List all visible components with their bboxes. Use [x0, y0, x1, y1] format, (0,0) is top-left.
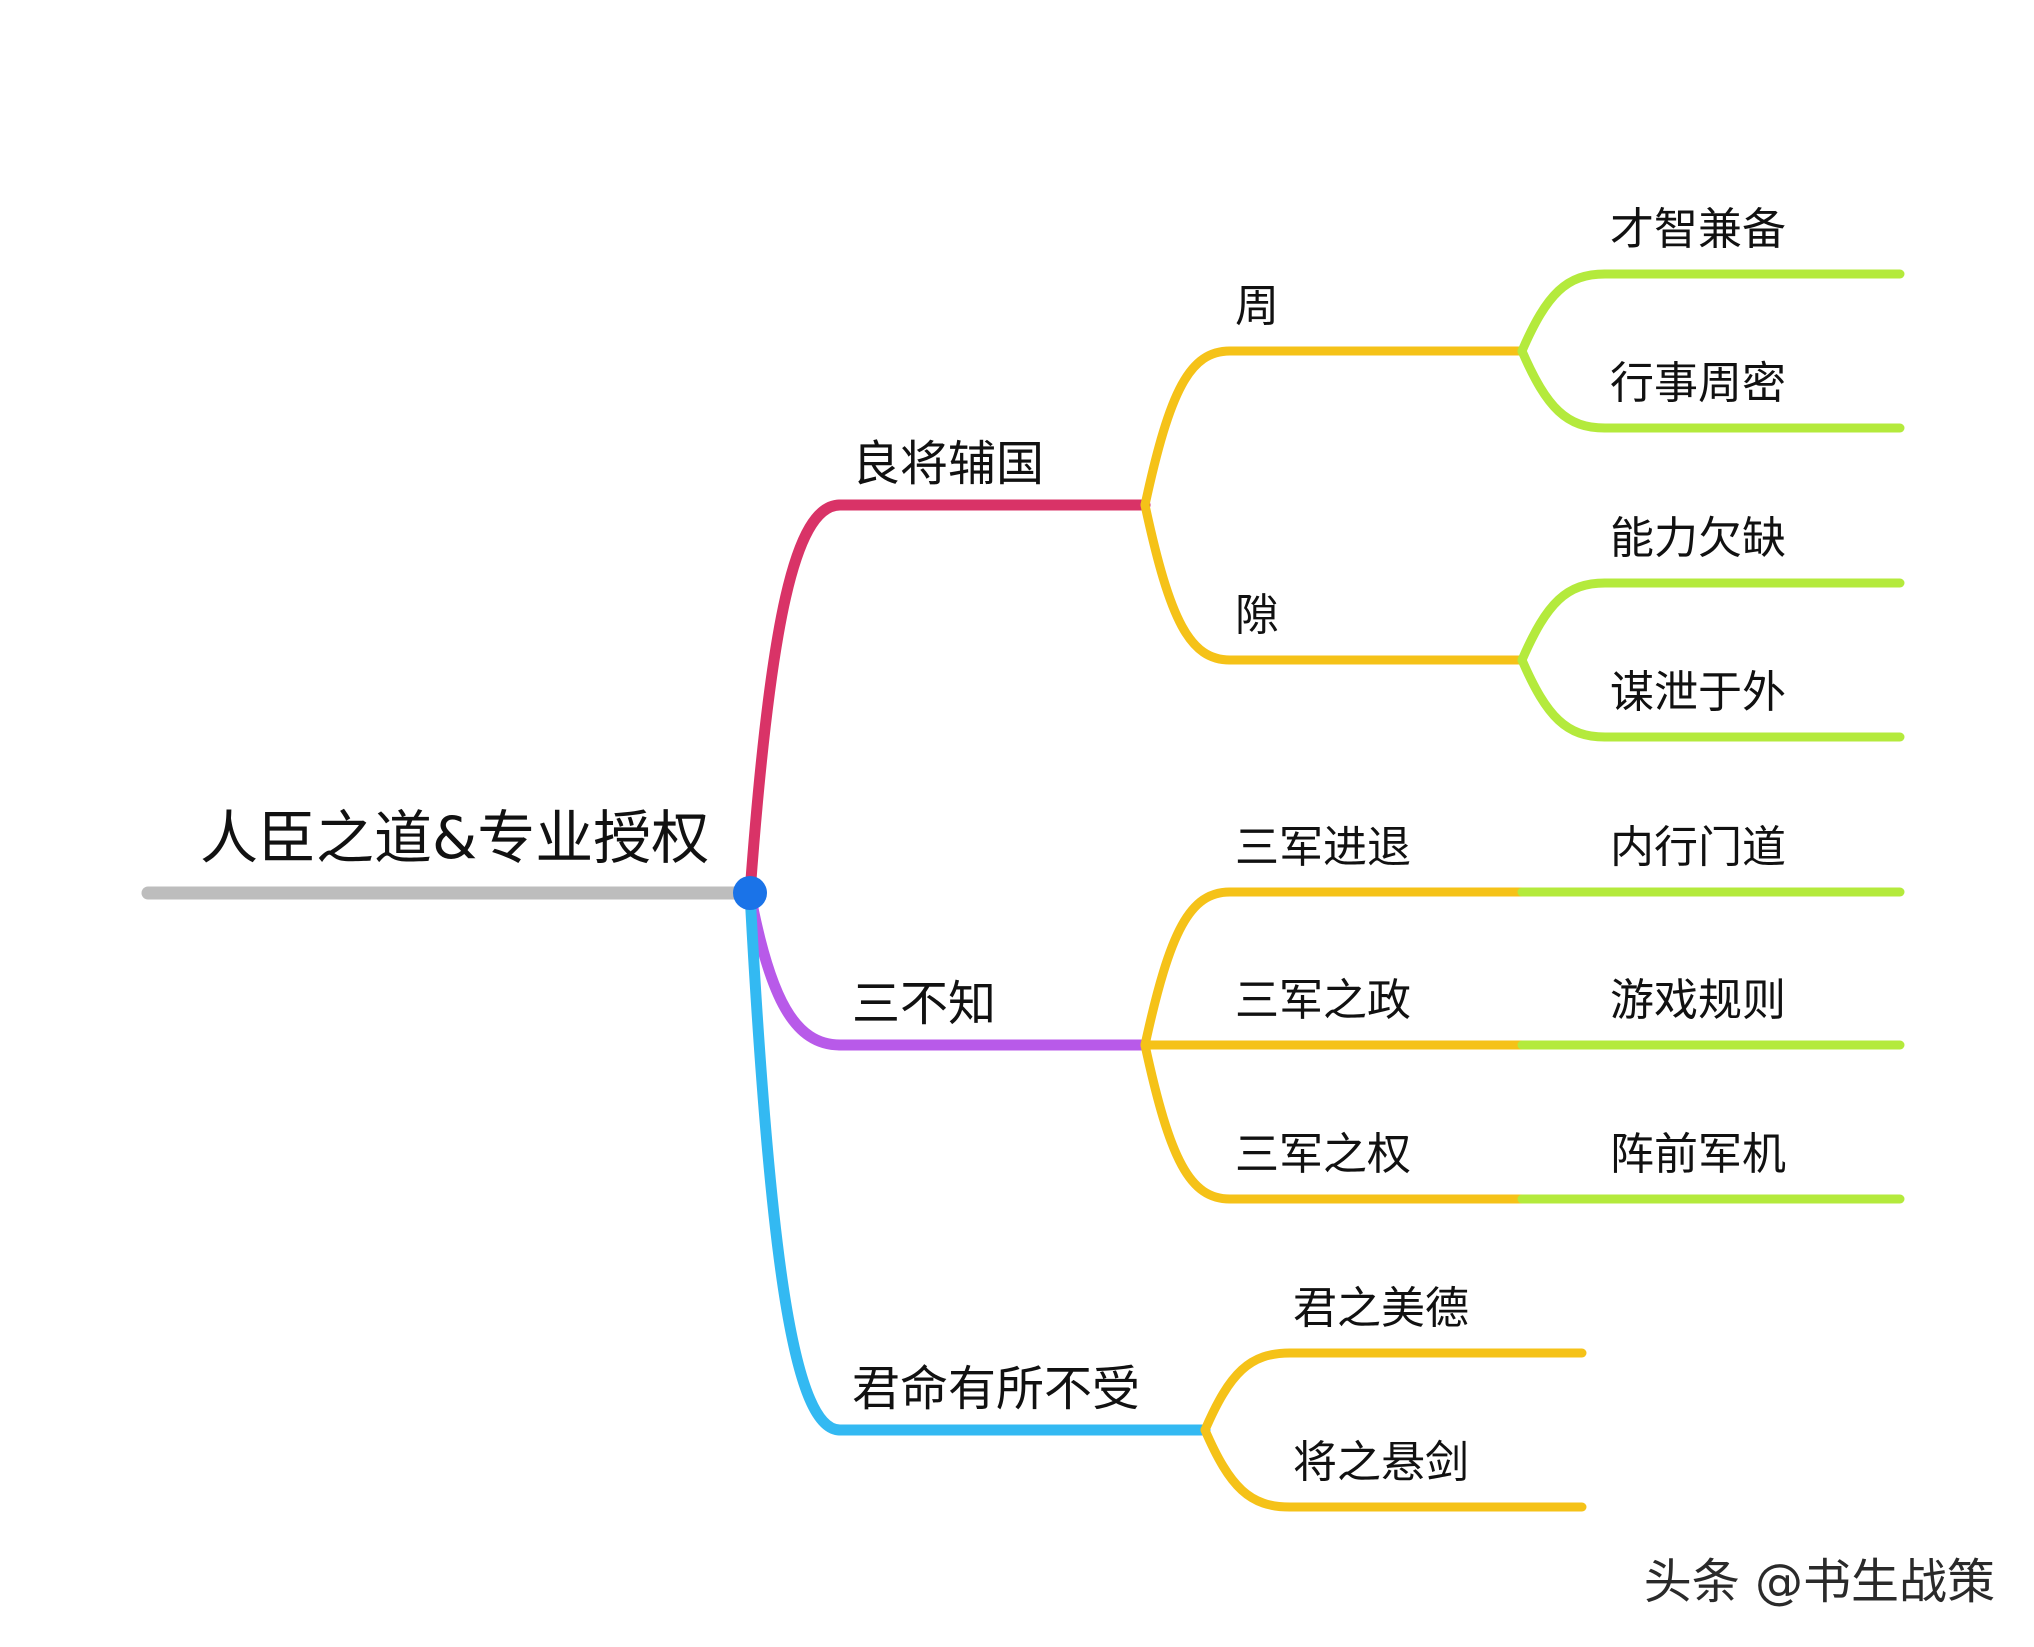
node-1-1-label: 周 [1235, 281, 1279, 332]
branch-1-label: 良将辅国 [852, 436, 1044, 492]
node-3-2-connector [1200, 1425, 1295, 1512]
leaf-2-2-1-label: 游戏规则 [1610, 975, 1786, 1026]
branch-3-label: 君命有所不受 [852, 1361, 1140, 1417]
leaf-1-2-2-label: 谋泄于外 [1610, 667, 1786, 718]
node-2-1-label: 三军进退 [1235, 822, 1411, 873]
leaf-1-1-2-label: 行事周密 [1610, 358, 1786, 409]
leaf-1-1-2-connector [1517, 346, 1610, 433]
node-2-1-connector [1140, 887, 1235, 1050]
root-hub-dot [733, 876, 767, 910]
leaf-2-1-1-label: 内行门道 [1610, 822, 1786, 873]
branch-2-label: 三不知 [852, 976, 996, 1032]
node-2-3-connector [1140, 1040, 1235, 1204]
leaf-1-2-1-label: 能力欠缺 [1610, 513, 1786, 564]
leaf-1-1-1-label: 才智兼备 [1610, 204, 1786, 255]
leaf-2-3-1-label: 阵前军机 [1610, 1129, 1786, 1180]
branch-2-connector [744, 887, 846, 1051]
node-3-1-connector [1200, 1348, 1295, 1435]
mind-map-edges [141, 269, 1905, 1512]
node-2-3-label: 三军之权 [1235, 1129, 1411, 1180]
node-3-2-label: 将之悬剑 [1293, 1437, 1469, 1488]
branch-3-connector [744, 887, 846, 1436]
node-2-2-label: 三军之政 [1235, 975, 1411, 1026]
node-1-1-connector [1140, 346, 1235, 510]
watermark: 头条 @书生战策 [1644, 1554, 1995, 1610]
branch-1-connector [744, 499, 846, 899]
node-1-2-label: 隙 [1235, 590, 1279, 641]
leaf-1-2-2-connector [1517, 655, 1610, 742]
node-1-2-connector [1140, 500, 1235, 665]
leaf-1-2-1-connector [1517, 578, 1610, 665]
root-label: 人臣之道&专业授权 [200, 804, 709, 872]
leaf-1-1-1-connector [1517, 269, 1610, 356]
node-3-1-label: 君之美德 [1293, 1283, 1469, 1334]
